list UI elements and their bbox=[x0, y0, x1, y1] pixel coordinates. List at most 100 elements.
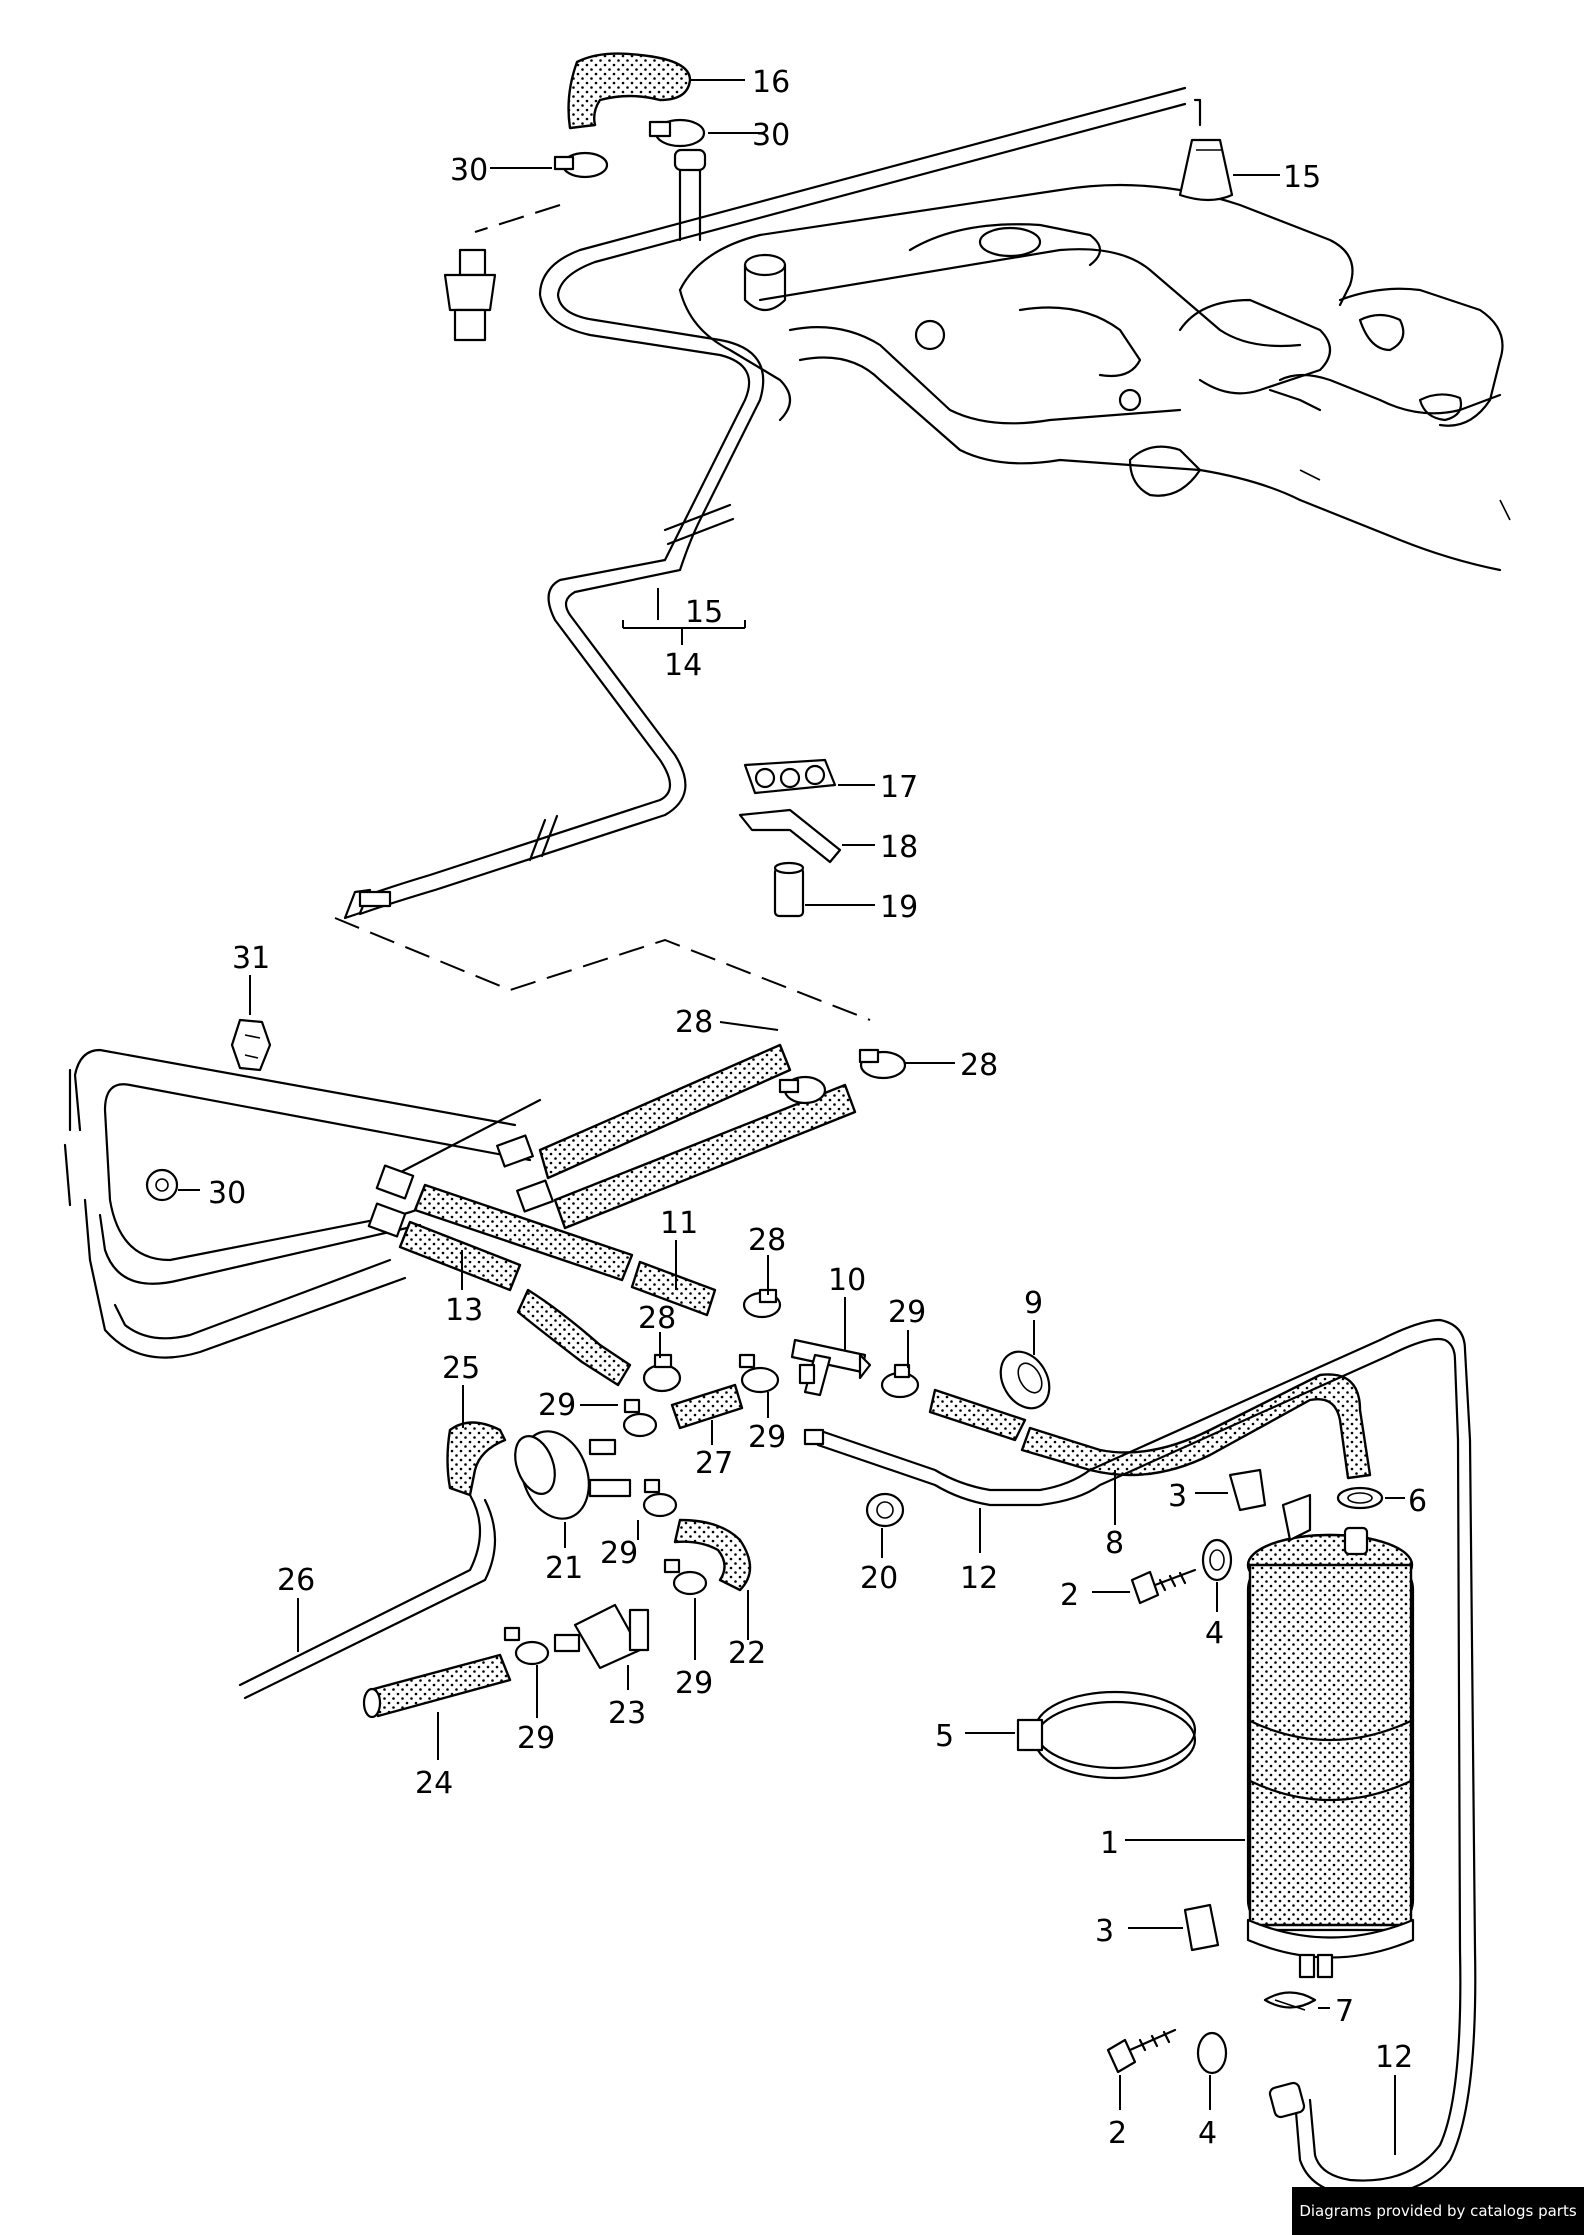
clamp-29-d bbox=[642, 1478, 678, 1518]
callout-20: 20 bbox=[860, 1561, 898, 1596]
valve-21 bbox=[514, 1430, 632, 1520]
clip-nut-3-upper bbox=[1228, 1468, 1267, 1512]
callout-29-center: 29 bbox=[748, 1420, 786, 1455]
callout-5: 5 bbox=[935, 1719, 954, 1754]
callout-24: 24 bbox=[415, 1766, 453, 1801]
callout-29-left: 29 bbox=[538, 1388, 576, 1423]
pipe-12-connector bbox=[1268, 2081, 1306, 2119]
hose-8 bbox=[928, 1388, 1027, 1442]
callout-29-upper: 29 bbox=[888, 1295, 926, 1330]
callout-30-top-left: 30 bbox=[450, 153, 488, 188]
callout-7: 7 bbox=[1335, 1994, 1354, 2029]
hose-27 bbox=[670, 1383, 744, 1430]
clamp-28-d bbox=[642, 1353, 682, 1393]
callout-12-lower: 12 bbox=[1375, 2040, 1413, 2075]
callout-8: 8 bbox=[1105, 1526, 1124, 1561]
callout-3-upper: 3 bbox=[1168, 1479, 1187, 1514]
clamp-29-near-27 bbox=[738, 1353, 780, 1394]
pipe-26 bbox=[238, 1493, 497, 1700]
hose-11 bbox=[630, 1260, 717, 1317]
hose-middle bbox=[553, 1083, 857, 1230]
canister-bracket bbox=[1281, 1493, 1312, 1542]
callout-27: 27 bbox=[695, 1446, 733, 1481]
screw-2-upper bbox=[1130, 1568, 1197, 1605]
fuel-line-13 bbox=[63, 1048, 542, 1359]
callout-28-lower: 28 bbox=[638, 1301, 676, 1336]
callout-15-bracket: 15 bbox=[685, 595, 723, 630]
callout-19: 19 bbox=[880, 890, 918, 925]
valve-23 bbox=[553, 1603, 650, 1670]
callout-14: 14 bbox=[664, 648, 702, 683]
callout-30-left: 30 bbox=[208, 1176, 246, 1211]
hose-22 bbox=[673, 1518, 752, 1592]
callout-30-top-right: 30 bbox=[752, 118, 790, 153]
credit-banner: Diagrams provided by catalogs parts bbox=[1292, 2187, 1584, 2235]
callout-28-right: 28 bbox=[960, 1048, 998, 1083]
callout-23: 23 bbox=[608, 1696, 646, 1731]
hose-upper bbox=[538, 1043, 792, 1180]
hose-16 bbox=[567, 52, 692, 130]
cap-15 bbox=[1178, 138, 1234, 202]
callout-16: 16 bbox=[752, 65, 790, 100]
hose-8-long bbox=[1020, 1373, 1372, 1480]
clamp-30-upper-left bbox=[553, 151, 609, 179]
hose-16-stub bbox=[678, 158, 702, 242]
check-valve bbox=[443, 204, 561, 342]
callout-31: 31 bbox=[232, 941, 270, 976]
clamp-28-c bbox=[742, 1288, 782, 1319]
spacer-4-upper bbox=[1201, 1538, 1233, 1582]
hose-13b bbox=[516, 1288, 632, 1387]
callout-4-upper: 4 bbox=[1205, 1616, 1224, 1651]
callout-4-lower: 4 bbox=[1198, 2116, 1217, 2151]
clamp-30-left bbox=[145, 1168, 179, 1202]
callout-29-lower-left: 29 bbox=[600, 1536, 638, 1571]
grommet-9 bbox=[999, 1350, 1051, 1410]
dashed-group-outline bbox=[334, 917, 871, 1021]
callout-21: 21 bbox=[545, 1551, 583, 1586]
ring-6 bbox=[1336, 1486, 1384, 1510]
callout-11: 11 bbox=[660, 1206, 698, 1241]
hose-11a bbox=[413, 1183, 634, 1282]
callout-25: 25 bbox=[442, 1351, 480, 1386]
callout-6: 6 bbox=[1408, 1484, 1427, 1519]
callout-3-lower: 3 bbox=[1095, 1914, 1114, 1949]
hose-25 bbox=[446, 1421, 507, 1497]
clamp-30-upper-right bbox=[648, 118, 706, 148]
callout-15-cap: 15 bbox=[1283, 160, 1321, 195]
ring-7 bbox=[1263, 1991, 1317, 2011]
callout-2-upper: 2 bbox=[1060, 1578, 1079, 1613]
t-piece-10 bbox=[790, 1338, 872, 1397]
hose-24 bbox=[368, 1653, 512, 1718]
clip-nut-3-lower bbox=[1183, 1903, 1220, 1952]
clamp-29-b bbox=[622, 1398, 658, 1438]
vent-line-15 bbox=[343, 86, 1202, 920]
clip-17 bbox=[743, 758, 837, 795]
callout-10: 10 bbox=[828, 1263, 866, 1298]
callout-29-bottom: 29 bbox=[517, 1721, 555, 1756]
callout-18: 18 bbox=[880, 830, 918, 865]
clip-31 bbox=[230, 1018, 272, 1072]
spacer-4-lower bbox=[1196, 2031, 1228, 2075]
clamp-28-b bbox=[858, 1048, 907, 1080]
callout-13: 13 bbox=[445, 1293, 483, 1328]
clamp-28-a bbox=[778, 1075, 827, 1105]
hose-13a bbox=[398, 1220, 522, 1292]
callout-22: 22 bbox=[728, 1636, 766, 1671]
callout-29-lower-right: 29 bbox=[675, 1666, 713, 1701]
callout-17: 17 bbox=[880, 770, 918, 805]
grommet-20 bbox=[865, 1492, 905, 1528]
bracket-18 bbox=[738, 808, 842, 864]
callout-12-upper: 12 bbox=[960, 1561, 998, 1596]
screw-2-lower bbox=[1106, 2028, 1177, 2074]
canister-1 bbox=[1246, 1526, 1415, 1979]
callouts: 16 30 30 15 15 14 17 18 19 31 28 28 bbox=[178, 65, 1427, 2155]
callout-2-lower: 2 bbox=[1108, 2116, 1127, 2151]
clamp-29-e bbox=[663, 1558, 708, 1596]
callout-28-mid: 28 bbox=[748, 1223, 786, 1258]
sleeve-19 bbox=[773, 861, 805, 918]
clamp-29-a bbox=[880, 1363, 920, 1399]
clamp-29-f bbox=[503, 1626, 550, 1666]
engine-manifold-outline bbox=[678, 183, 1511, 572]
callout-1: 1 bbox=[1100, 1826, 1119, 1861]
